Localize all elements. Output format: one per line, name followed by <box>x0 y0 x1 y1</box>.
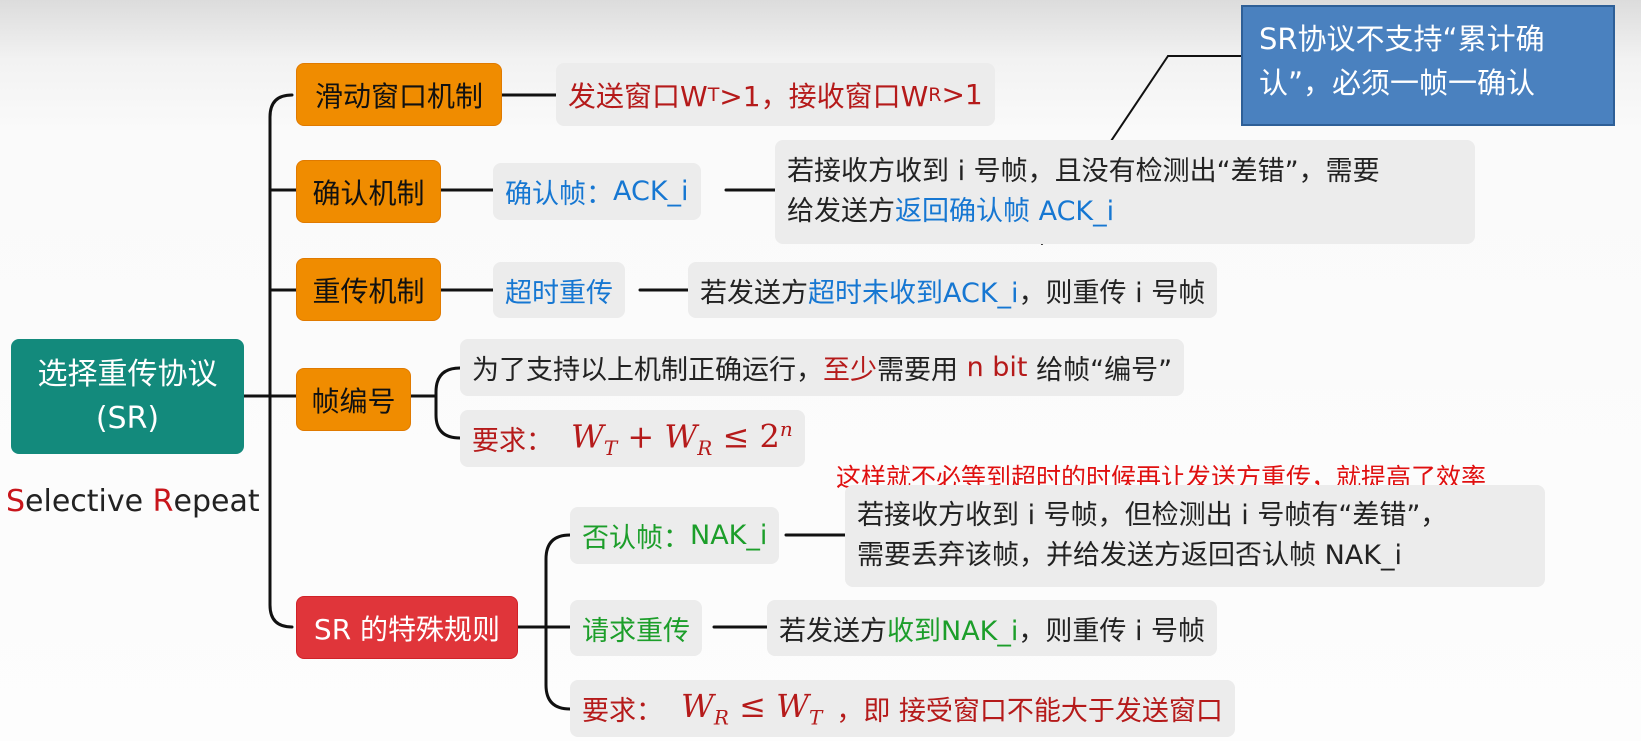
node-retransmission: 重传机制 <box>296 258 441 321</box>
ack-detail-line1: 若接收方收到 i 号帧，且没有检测出“差错”，需要 <box>787 156 1380 187</box>
request-retrans-detail-a: 若发送方 <box>779 615 887 647</box>
formula-sub-t: T <box>603 436 618 461</box>
sliding-detail-e: >1 <box>941 78 983 111</box>
request-retrans-mid: 请求重传 <box>570 600 702 656</box>
callout-line1: SR协议不支持“累计确 <box>1259 22 1545 56</box>
request-retrans-detail-c: ，则重传 i 号帧 <box>1018 615 1206 647</box>
sliding-detail-a: 发送窗口W <box>568 79 708 113</box>
window-rule: 要求： WR ≤ WT ，即 接受窗口不能大于发送窗口 <box>570 680 1235 737</box>
nak-mid-prefix: 否认帧： <box>582 523 690 554</box>
ack-mid-value: ACK_i <box>613 176 689 207</box>
window-rule-formula: WR ≤ WT <box>681 687 822 729</box>
window-rule-text: ，即 接受窗口不能大于发送窗口 <box>836 696 1223 727</box>
ack-mid-prefix: 确认帧： <box>505 179 613 210</box>
node-ack: 确认机制 <box>296 160 441 223</box>
ack-mid: 确认帧：ACK_i <box>493 163 701 220</box>
rule-formula-sub-r: R <box>713 705 729 730</box>
rule-formula-le: ≤ <box>728 687 777 726</box>
ack-detail-line2: 给发送方返回确认帧 ACK_i <box>787 192 1114 232</box>
sliding-detail-c: >1，接收窗口W <box>719 79 929 113</box>
node-sliding-window-label: 滑动窗口机制 <box>314 79 483 113</box>
formula-w: W <box>571 417 604 456</box>
seq-requirement: 要求： WT + WR ≤ 2n <box>460 410 805 467</box>
special-split <box>544 533 572 711</box>
retrans-mid-label: 超时重传 <box>505 277 613 309</box>
nak-detail-line2: 需要丢弃该帧，并给发送方返回否认帧 NAK_i <box>857 540 1402 571</box>
retrans-detail-c: ，则重传 i 号帧 <box>1018 277 1206 309</box>
rule-formula-sub-t: T <box>809 705 823 730</box>
ack-detail-line2-b: 返回确认帧 ACK_i <box>895 196 1115 227</box>
seq-requirement-formula: WT + WR ≤ 2n <box>571 417 793 460</box>
formula-le: ≤ 2 <box>712 417 780 456</box>
seq-detail-c: 需要用 <box>877 355 967 386</box>
nak-mid-value: NAK_i <box>690 520 768 551</box>
rule-formula-w: W <box>681 687 714 726</box>
nak-mid: 否认帧：NAK_i <box>570 507 780 564</box>
formula-sup-n: n <box>779 416 793 441</box>
nak-detail: 若接收方收到 i 号帧，但检测出 i 号帧有“差错”， 需要丢弃该帧，并给发送方… <box>845 485 1545 587</box>
retrans-mid: 超时重传 <box>493 262 625 318</box>
rule-formula-w2: W <box>776 687 809 726</box>
formula-plus: + <box>617 417 665 456</box>
subtitle-r: R <box>152 484 174 519</box>
nak-detail-line1: 若接收方收到 i 号帧，但检测出 i 号帧有“差错”， <box>857 500 1448 531</box>
node-sr-special-rules: SR 的特殊规则 <box>296 596 518 659</box>
seq-detail-d: n bit <box>966 352 1028 383</box>
node-frame-numbering: 帧编号 <box>296 368 411 431</box>
request-retrans-label: 请求重传 <box>582 615 690 647</box>
node-frame-numbering-label: 帧编号 <box>311 384 396 418</box>
sliding-detail-b: T <box>707 83 720 106</box>
root-title: 选择重传协议 <box>37 356 218 392</box>
formula-sub-r: R <box>697 436 713 461</box>
request-retrans-detail: 若发送方收到NAK_i，则重传 i 号帧 <box>767 600 1218 656</box>
subtitle-elective: elective <box>25 484 153 519</box>
ack-detail-line2-a: 给发送方 <box>787 196 895 227</box>
retrans-detail: 若发送方超时未收到ACK_i，则重传 i 号帧 <box>688 262 1218 318</box>
trunk-vertical <box>268 93 294 629</box>
sliding-detail-d: R <box>928 83 942 106</box>
seq-requirement-label: 要求： <box>472 426 553 457</box>
seq-detail-e: 给帧“编号” <box>1027 355 1173 386</box>
retrans-detail-b: 超时未收到ACK_i <box>808 277 1019 309</box>
seq-detail-b: 至少 <box>823 355 877 386</box>
subtitle-s: S <box>6 484 26 519</box>
window-rule-label: 要求： <box>582 696 663 727</box>
retrans-detail-a: 若发送方 <box>700 277 808 309</box>
callout-cumulative-ack: SR协议不支持“累计确 认”，必须一帧一确认 <box>1241 5 1615 126</box>
root-node: 选择重传协议 (SR) <box>11 339 244 454</box>
seq-detail-a: 为了支持以上机制正确运行， <box>472 355 823 386</box>
node-retransmission-label: 重传机制 <box>312 274 425 308</box>
node-sr-special-rules-label: SR 的特殊规则 <box>313 612 501 646</box>
callout-line2: 认”，必须一帧一确认 <box>1259 66 1536 100</box>
seq-split <box>434 366 462 440</box>
seq-detail: 为了支持以上机制正确运行，至少需要用 n bit 给帧“编号” <box>460 339 1185 396</box>
formula-w2: W <box>664 417 698 456</box>
subtitle-epeat: epeat <box>173 484 260 519</box>
root-abbr: (SR) <box>95 400 160 436</box>
node-ack-label: 确认机制 <box>312 176 425 210</box>
node-sliding-window: 滑动窗口机制 <box>296 63 502 126</box>
request-retrans-detail-b: 收到NAK_i <box>887 615 1019 647</box>
ack-detail: 若接收方收到 i 号帧，且没有检测出“差错”，需要 给发送方返回确认帧 ACK_… <box>775 140 1475 244</box>
